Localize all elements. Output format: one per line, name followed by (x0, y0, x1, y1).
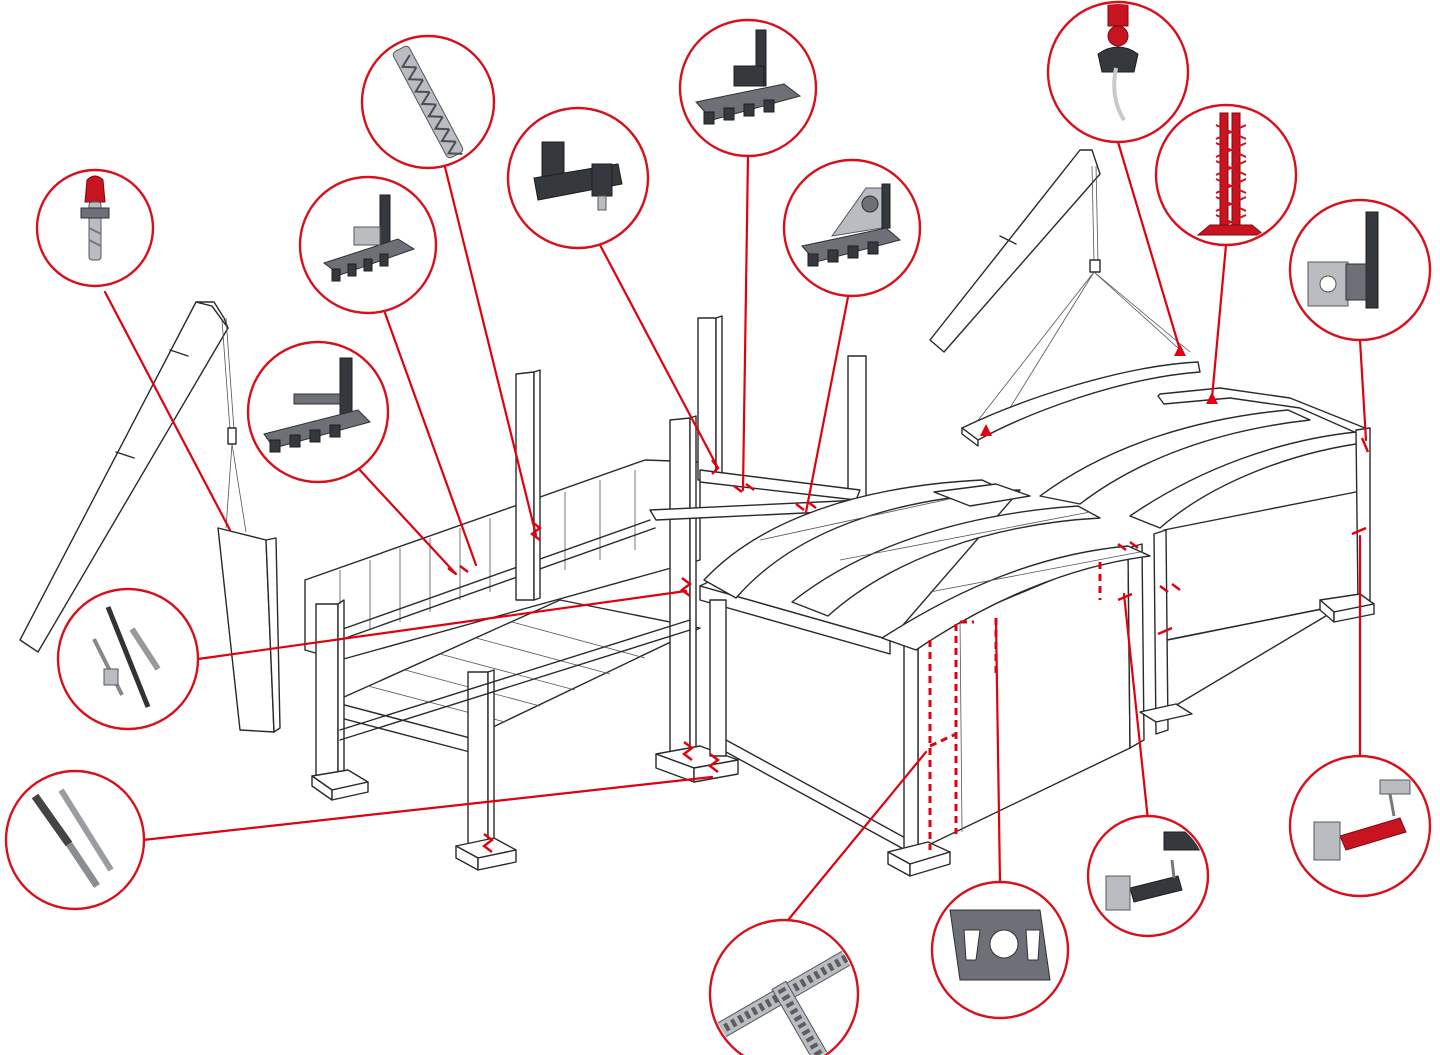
box-connector-icon (949, 909, 1051, 981)
wall-shoe-bracket-icon (322, 194, 416, 282)
threaded-anchor-icon (31, 788, 114, 888)
callout-black-connector (1086, 814, 1210, 938)
anchor-rail-icon (392, 45, 464, 159)
callout-red-connector (1288, 754, 1432, 898)
lifting-anchor-icon (80, 175, 110, 261)
callouts (4, 0, 1432, 1055)
connection-markers (447, 344, 1370, 853)
callout-bolt-set (56, 587, 200, 731)
callout-connection-bracket-angled (678, 18, 818, 158)
connection-bracket-icon (695, 29, 802, 125)
red-connector-icon (1313, 779, 1411, 861)
corner-bracket-icon (1307, 211, 1379, 309)
callout-anchor-rail (360, 34, 496, 170)
callout-lifting-anchor (35, 168, 155, 288)
lifting-clutch-icon (1097, 4, 1139, 122)
callout-mesh-rail (708, 918, 860, 1055)
bolt-set-icon (92, 606, 161, 708)
callout-lifting-clutch (1046, 0, 1190, 144)
clamp-fixture-icon (533, 141, 623, 211)
callout-wall-shoe-with-bracket (782, 158, 922, 298)
callout-wall-shoe-bracket (298, 175, 438, 315)
left-crane (19, 301, 281, 733)
callout-support-shoe (246, 340, 390, 484)
shoe-bracket-icon (801, 183, 902, 267)
mesh-rail-icon (712, 946, 856, 1055)
lattice-girder-icon (1196, 112, 1266, 236)
callout-corner-bracket (1288, 198, 1432, 342)
callout-threaded-anchor (4, 769, 146, 911)
callout-box-connector (930, 880, 1070, 1020)
callout-lattice-girder (1154, 103, 1298, 247)
leader-lines (103, 140, 1368, 927)
callout-clamp-fixture (506, 106, 650, 250)
right-building (1039, 387, 1375, 735)
support-shoe-icon (263, 357, 371, 453)
middle-building (699, 479, 1151, 877)
structure-drawing (19, 149, 1375, 877)
